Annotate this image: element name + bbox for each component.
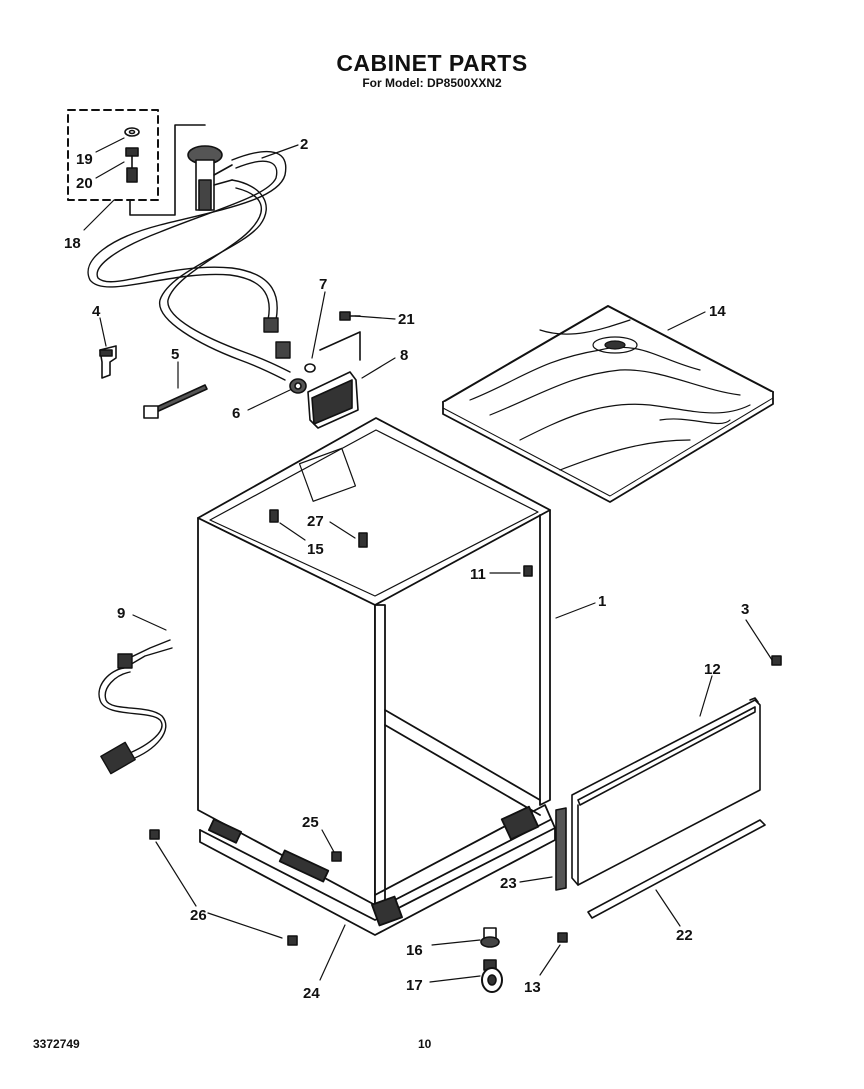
inset-dashed-box <box>67 109 159 201</box>
callout-23: 23 <box>500 875 517 892</box>
part-26-screw-rear <box>287 935 298 946</box>
inset-leader-line <box>129 124 206 216</box>
callout-4: 4 <box>92 303 101 320</box>
callout-5: 5 <box>171 346 179 363</box>
callout-14: 14 <box>709 303 726 320</box>
part-26-screw-front <box>149 829 160 840</box>
part-8-bracket <box>307 331 361 429</box>
part-4-clip <box>99 345 117 379</box>
callout-2: 2 <box>300 136 308 153</box>
callout-leader-lines <box>83 137 773 983</box>
part-27-screw <box>358 532 368 548</box>
callout-26: 26 <box>190 907 207 924</box>
part-22-strip <box>587 819 766 919</box>
callout-13: 13 <box>524 979 541 996</box>
callout-27: 27 <box>307 513 324 530</box>
part-13-screw <box>557 932 568 943</box>
callout-9: 9 <box>117 605 125 622</box>
part-14-wood-top <box>442 305 774 503</box>
part-15-screw <box>269 509 279 523</box>
part-9-power-cord <box>98 639 173 775</box>
callout-8: 8 <box>400 347 408 364</box>
callout-16: 16 <box>406 942 423 959</box>
part-23-bracket <box>555 807 567 891</box>
part-5-tie <box>143 384 208 419</box>
page-number: 10 <box>418 1037 432 1051</box>
callout-11: 11 <box>470 566 486 583</box>
part-12-lower-panel <box>571 697 761 886</box>
callout-20: 20 <box>76 175 93 192</box>
document-number: 3372749 <box>33 1037 80 1051</box>
part-17-caster <box>481 959 503 993</box>
callout-15: 15 <box>307 541 324 558</box>
part-2-fill-valve <box>187 145 233 211</box>
callout-19: 19 <box>76 151 93 168</box>
part-19-washer <box>124 127 140 137</box>
part-1-cabinet-frame <box>197 417 556 936</box>
callout-18: 18 <box>64 235 81 252</box>
callout-17: 17 <box>406 977 423 994</box>
callout-24: 24 <box>303 985 320 1002</box>
part-16-leveling-leg <box>480 927 500 948</box>
callout-3: 3 <box>741 601 749 618</box>
diagram-subtitle: For Model: DP8500XXN2 <box>362 76 502 90</box>
part-11-screw <box>523 565 533 577</box>
callout-1: 1 <box>598 593 606 610</box>
callout-21: 21 <box>398 311 415 328</box>
diagram-title: CABINET PARTS <box>336 50 528 76</box>
part-7-washer <box>304 363 316 373</box>
callout-6: 6 <box>232 405 240 422</box>
part-20-fitting <box>125 147 139 183</box>
callout-25: 25 <box>302 814 319 831</box>
callout-12: 12 <box>704 661 721 678</box>
callout-7: 7 <box>319 276 327 293</box>
part-3-screw <box>771 655 782 666</box>
part-18-hose <box>87 150 291 381</box>
part-25-screw <box>331 851 342 862</box>
part-6-nut <box>289 378 307 394</box>
callout-22: 22 <box>676 927 693 944</box>
